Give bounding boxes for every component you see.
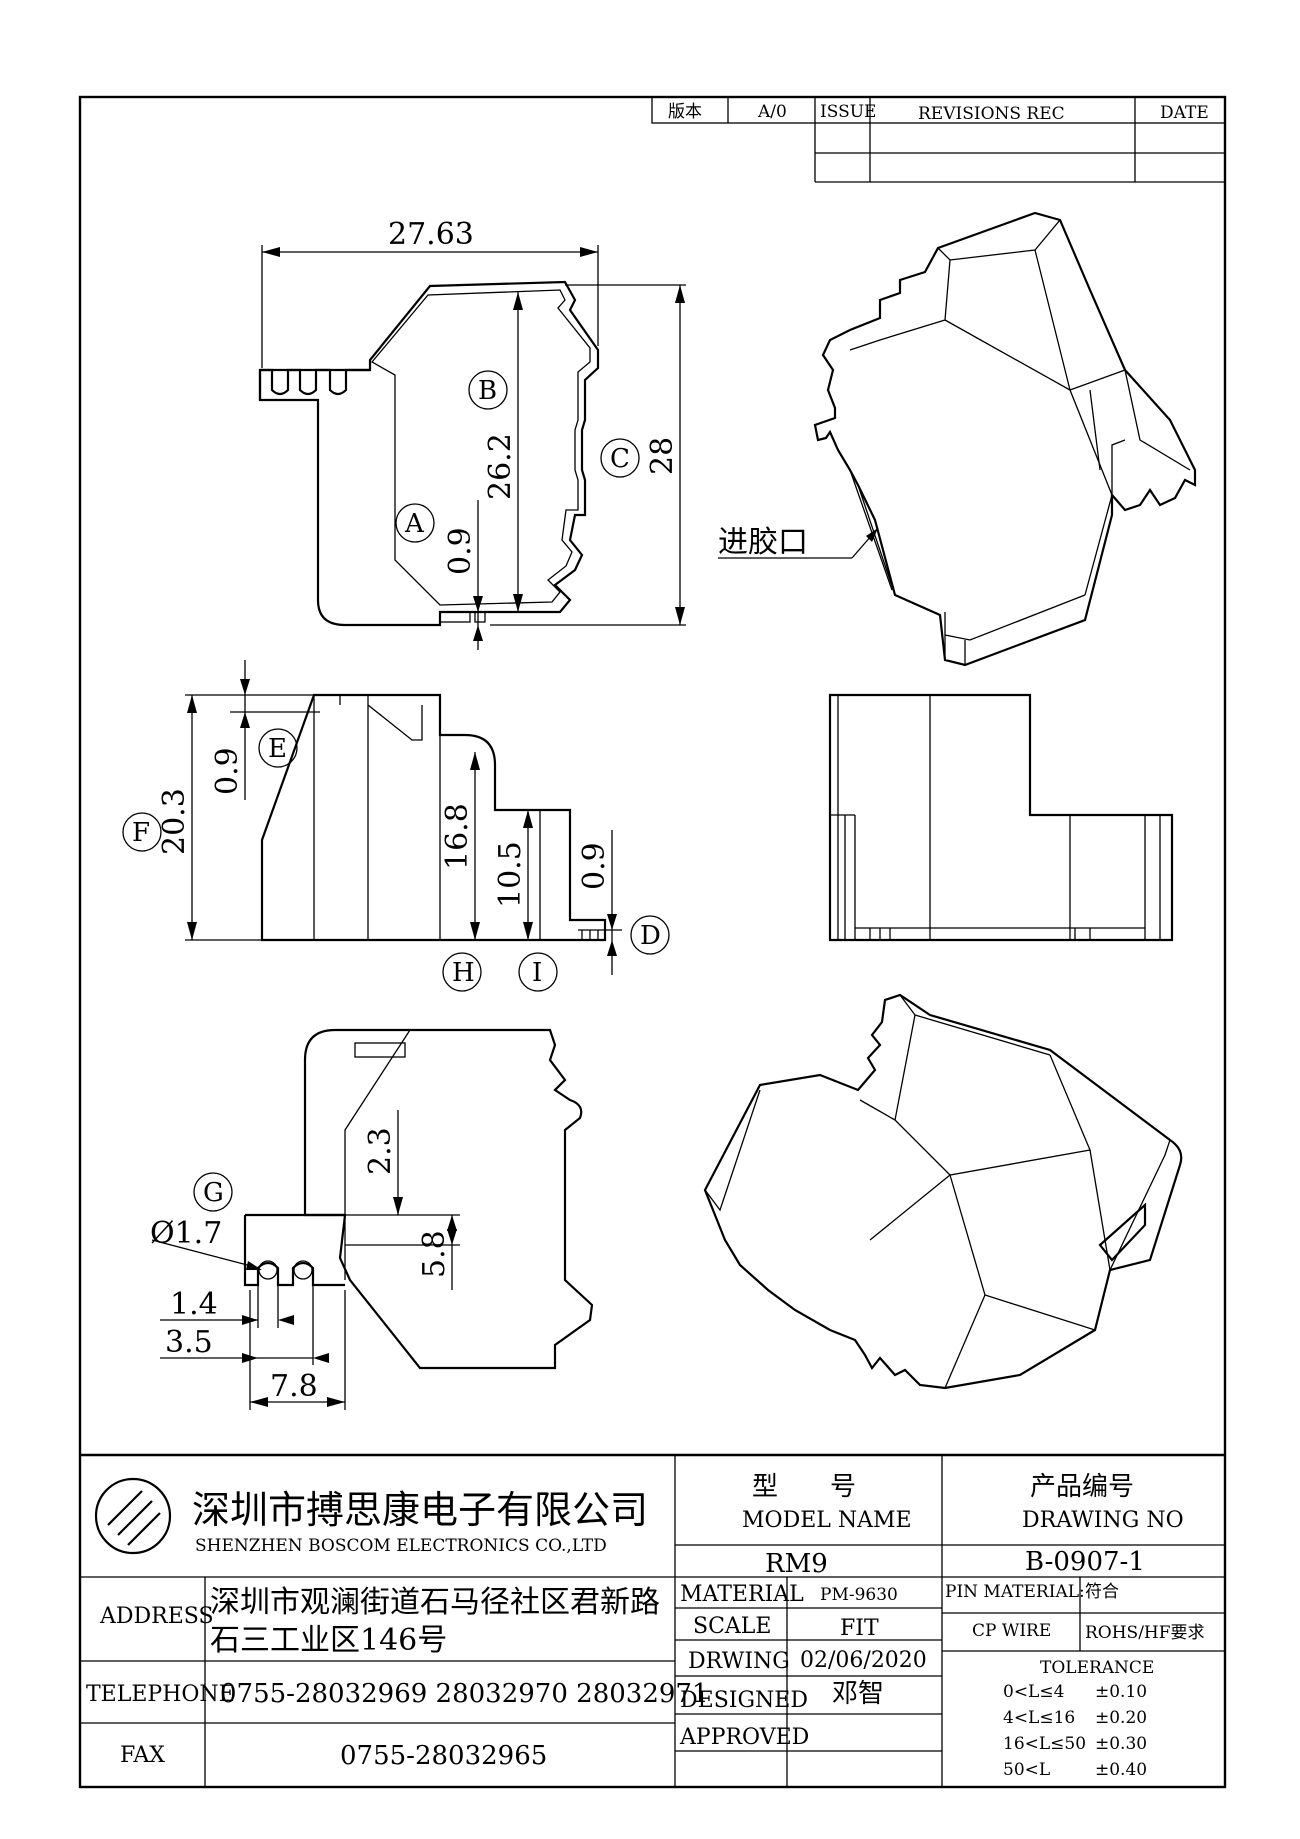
issue-label: ISSUE bbox=[820, 102, 876, 122]
iso-view-top: 进胶口 bbox=[718, 211, 1197, 667]
pin-material-label: PIN MATERIAL: bbox=[945, 1582, 1085, 1602]
scale-label: SCALE bbox=[693, 1614, 771, 1639]
model-name-en: MODEL NAME bbox=[742, 1508, 912, 1533]
dim-height-28: 28 bbox=[645, 437, 680, 475]
drwing-value: 02/06/2020 bbox=[800, 1648, 927, 1673]
designed-label: DESIGNED bbox=[680, 1688, 808, 1713]
drawing-no-cn: 产品编号 bbox=[1030, 1472, 1134, 1502]
tolerance-value-1: ±0.10 bbox=[1095, 1682, 1147, 1702]
dim-hole-diameter: Ø1.7 bbox=[150, 1216, 222, 1251]
model-value: RM9 bbox=[765, 1549, 828, 1579]
dim-top-gap-09: 0.9 bbox=[210, 747, 245, 795]
dim-low-height-105: 10.5 bbox=[493, 841, 528, 908]
tolerance-label: TOLERANCE bbox=[1040, 1658, 1154, 1678]
telephone-label: TELEPHONE bbox=[86, 1682, 235, 1707]
top-view-outline bbox=[258, 280, 600, 627]
tolerance-range-2: 4<L≤16 bbox=[1003, 1708, 1075, 1728]
dim-pitch-14: 1.4 bbox=[170, 1287, 218, 1322]
drawing-no-en: DRAWING NO bbox=[1022, 1508, 1184, 1533]
label-a: A bbox=[404, 509, 425, 539]
material-label: MATERIAL bbox=[680, 1582, 804, 1607]
side-view: 20.3 0.9 16.8 10.5 0.9 E F D H I bbox=[122, 660, 670, 992]
label-d: D bbox=[640, 921, 661, 951]
dim-pin-gap-09: 0.9 bbox=[577, 842, 612, 890]
label-b: B bbox=[478, 376, 497, 406]
dim-total-height-203: 20.3 bbox=[157, 788, 192, 855]
date-label: DATE bbox=[1160, 103, 1209, 123]
address-label: ADDRESS bbox=[99, 1604, 214, 1629]
tolerance-range-3: 16<L≤50 bbox=[1003, 1734, 1086, 1754]
dim-width-58: 5.8 bbox=[417, 1230, 452, 1278]
address-line1: 深圳市观澜街道石马径社区君新路 bbox=[210, 1585, 660, 1620]
tolerance-value-4: ±0.40 bbox=[1095, 1760, 1147, 1780]
company-name-en: SHENZHEN BOSCOM ELECTRONICS CO.,LTD bbox=[195, 1536, 607, 1556]
dim-overall-78: 7.8 bbox=[270, 1369, 318, 1404]
version-value: A/0 bbox=[757, 102, 787, 122]
drwing-label: DRWING bbox=[688, 1649, 790, 1674]
label-e: E bbox=[268, 734, 287, 764]
gate-label: 进胶口 bbox=[718, 525, 808, 560]
label-i: I bbox=[532, 958, 542, 988]
approved-label: APPROVED bbox=[679, 1725, 809, 1750]
fax-label: FAX bbox=[120, 1743, 165, 1768]
tolerance-value-3: ±0.30 bbox=[1095, 1734, 1147, 1754]
cp-wire-label: CP WIRE bbox=[972, 1621, 1051, 1641]
label-h: H bbox=[452, 958, 475, 988]
dim-mid-height-168: 16.8 bbox=[440, 803, 475, 870]
revisions-label: REVISIONS REC bbox=[918, 104, 1065, 124]
dim-depth-23: 2.3 bbox=[363, 1127, 398, 1175]
address-line2: 石三工业区146号 bbox=[210, 1623, 447, 1658]
top-view: 27.63 26.2 28 0.9 B A C bbox=[258, 217, 686, 650]
label-c: C bbox=[610, 444, 630, 474]
pin-material-value: 符合 bbox=[1085, 1582, 1119, 1602]
version-label: 版本 bbox=[668, 102, 702, 122]
company-name-cn: 深圳市搏思康电子有限公司 bbox=[192, 1488, 648, 1532]
designed-value: 邓智 bbox=[832, 1679, 884, 1709]
scale-value: FIT bbox=[840, 1616, 879, 1641]
telephone-value: 0755-28032969 28032970 28032971 bbox=[220, 1679, 709, 1709]
model-name-cn: 型 号 bbox=[752, 1472, 856, 1502]
dim-span-35: 3.5 bbox=[165, 1325, 213, 1360]
label-g: G bbox=[203, 1178, 224, 1208]
title-block: 深圳市搏思康电子有限公司 SHENZHEN BOSCOM ELECTRONICS… bbox=[80, 1453, 1225, 1787]
fax-value: 0755-28032965 bbox=[340, 1741, 547, 1771]
tolerance-range-1: 0<L≤4 bbox=[1003, 1682, 1064, 1702]
revision-table: 版本 A/0 ISSUE REVISIONS REC DATE bbox=[651, 96, 1226, 183]
bottom-view: 2.3 5.8 Ø1.7 G 1.4 3.5 7.8 bbox=[150, 1028, 594, 1410]
drawing-no-value: B-0907-1 bbox=[1025, 1547, 1145, 1577]
label-f: F bbox=[132, 818, 150, 848]
tolerance-value-2: ±0.20 bbox=[1095, 1708, 1147, 1728]
rohs-value: ROHS/HF要求 bbox=[1085, 1623, 1205, 1643]
iso-view-bottom bbox=[703, 993, 1183, 1390]
tolerance-range-4: 50<L bbox=[1003, 1760, 1050, 1780]
dim-width-2763: 27.63 bbox=[388, 217, 474, 252]
dim-gap-09-top: 0.9 bbox=[443, 527, 478, 575]
front-view bbox=[828, 693, 1174, 942]
dim-height-262: 26.2 bbox=[483, 433, 518, 500]
material-value: PM-9630 bbox=[820, 1585, 898, 1605]
company-logo bbox=[94, 1477, 172, 1555]
